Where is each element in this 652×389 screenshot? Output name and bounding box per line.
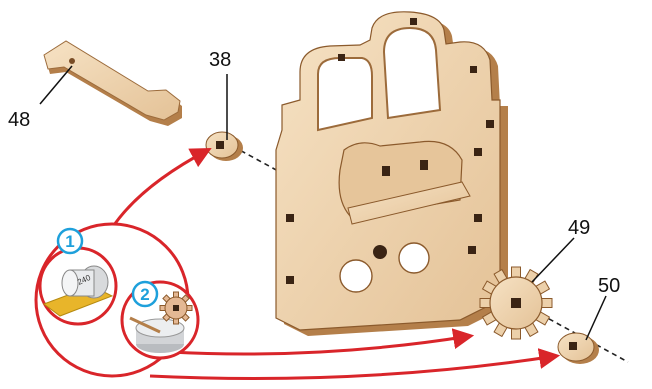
arrow-to-part-50 bbox=[150, 356, 556, 379]
part-label-49: 49 bbox=[568, 217, 590, 239]
surface-prep-callout: 240 1 2 bbox=[36, 224, 198, 376]
leader-50 bbox=[586, 296, 606, 340]
arrow-to-part-38 bbox=[112, 150, 208, 228]
part-label-50: 50 bbox=[598, 275, 620, 297]
part-50-disc bbox=[558, 333, 599, 364]
leader-49 bbox=[532, 238, 574, 282]
step-2-badge: 2 bbox=[133, 282, 157, 306]
main-frame-assembly bbox=[276, 12, 508, 336]
arrow-to-part-49 bbox=[170, 336, 470, 354]
step-1-badge: 1 bbox=[58, 229, 82, 253]
part-label-38: 38 bbox=[209, 49, 231, 71]
part-label-48: 48 bbox=[8, 109, 30, 131]
part-38-washer bbox=[206, 132, 243, 161]
step-1-number: 1 bbox=[65, 232, 74, 251]
step-2-number: 2 bbox=[140, 285, 149, 304]
part-48-plank bbox=[44, 41, 182, 126]
